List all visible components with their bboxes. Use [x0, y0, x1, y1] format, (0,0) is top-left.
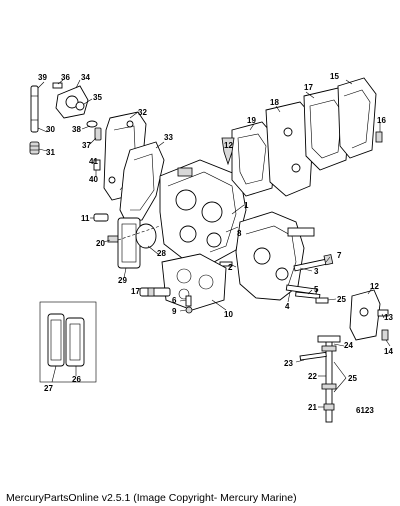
reed-block-29: [117, 217, 141, 269]
callout-21: 21: [308, 403, 317, 412]
lever-23: [299, 351, 327, 361]
callout-17: 17: [304, 83, 313, 92]
sleeve-17: [139, 287, 171, 297]
callout-5: 5: [314, 285, 319, 294]
callout-24: 24: [344, 341, 353, 350]
callout-30: 30: [46, 125, 55, 134]
callout-labels: 39 36 34 35 30 38 37 31 32 33 41 40 15 1…: [38, 72, 393, 415]
nut-9: [185, 306, 193, 314]
callout-38: 38: [72, 125, 81, 134]
gasket-33: [119, 141, 165, 223]
callout-39: 39: [38, 73, 47, 82]
callout-14: 14: [384, 347, 393, 356]
seal-35: [75, 101, 85, 111]
plug-37: [94, 127, 102, 141]
callout-8: 8: [237, 229, 242, 238]
cover-plate-34: [55, 85, 89, 119]
inset-box: [39, 301, 97, 383]
stud-2: [219, 261, 233, 267]
callout-11: 11: [81, 214, 90, 223]
fitting-31: [29, 141, 40, 155]
seal-28: [135, 223, 157, 249]
exploded-parts-diagram: 39 36 34 35 30 38 37 31 32 33 41 40 15 1…: [29, 72, 393, 423]
linkage-rod-22: [321, 339, 337, 423]
gasket-10: [161, 253, 227, 311]
oring-38: [86, 120, 98, 128]
bolt-4: [285, 284, 318, 295]
callout-35: 35: [93, 93, 102, 102]
cap-21: [323, 403, 335, 411]
callout-12-lower: 12: [370, 282, 379, 291]
bolt-7: [293, 254, 334, 272]
fitting-12-top: [221, 137, 235, 166]
gasket-26: [65, 317, 85, 367]
callout-22: 22: [308, 372, 317, 381]
callout-7: 7: [337, 251, 342, 260]
callout-16: 16: [377, 116, 386, 125]
dowel-11: [93, 213, 109, 222]
screw-36: [52, 82, 63, 89]
callout-15: 15: [330, 72, 339, 81]
fitting-40: [93, 159, 101, 171]
callout-23: 23: [284, 359, 293, 368]
crankcase-cover-3: [235, 211, 315, 301]
callout-40: 40: [89, 175, 98, 184]
callout-29: 29: [118, 276, 127, 285]
callout-33: 33: [164, 133, 173, 142]
callout-4: 4: [285, 302, 290, 311]
cover-18: [265, 101, 315, 197]
gasket-19: [231, 121, 277, 197]
callout-19: 19: [247, 116, 256, 125]
stud-5: [295, 291, 321, 299]
callout-41: 41: [89, 157, 98, 166]
shaft-assembly-30: [30, 85, 39, 133]
callout-6: 6: [172, 296, 177, 305]
callout-13: 13: [384, 313, 393, 322]
callout-26: 26: [72, 375, 81, 384]
callout-37: 37: [82, 141, 91, 150]
screw-16: [375, 131, 383, 143]
callout-12-top: 12: [224, 141, 233, 150]
callout-20: 20: [96, 239, 105, 248]
callout-32: 32: [138, 108, 147, 117]
leader-lines: [37, 79, 391, 408]
callout-25-lower: 25: [348, 374, 357, 383]
callout-27: 27: [44, 384, 53, 393]
callout-25-upper: 25: [337, 295, 346, 304]
figure-id: 6123: [356, 406, 374, 415]
reed-valve-27: [47, 313, 65, 367]
cylinder-block-1: [159, 159, 247, 263]
callout-10: 10: [224, 310, 233, 319]
callout-28: 28: [157, 249, 166, 258]
image-caption: MercuryPartsOnline v2.5.1 (Image Copyrig…: [6, 492, 297, 504]
callout-36: 36: [61, 73, 70, 82]
callout-31: 31: [46, 148, 55, 157]
callout-1: 1: [244, 201, 249, 210]
screw-20: [107, 235, 119, 243]
cover-15: [337, 77, 377, 159]
fitting-25-upper: [315, 297, 329, 304]
callout-17-sleeve: 17: [131, 287, 140, 296]
pin-6: [185, 295, 192, 307]
callout-2: 2: [228, 263, 233, 272]
callout-3: 3: [314, 267, 319, 276]
bushing-24: [317, 335, 341, 343]
callout-34: 34: [81, 73, 90, 82]
cover-12-lower: [349, 289, 381, 341]
callout-18: 18: [270, 98, 279, 107]
callout-9: 9: [172, 307, 177, 316]
screw-14: [381, 329, 389, 341]
